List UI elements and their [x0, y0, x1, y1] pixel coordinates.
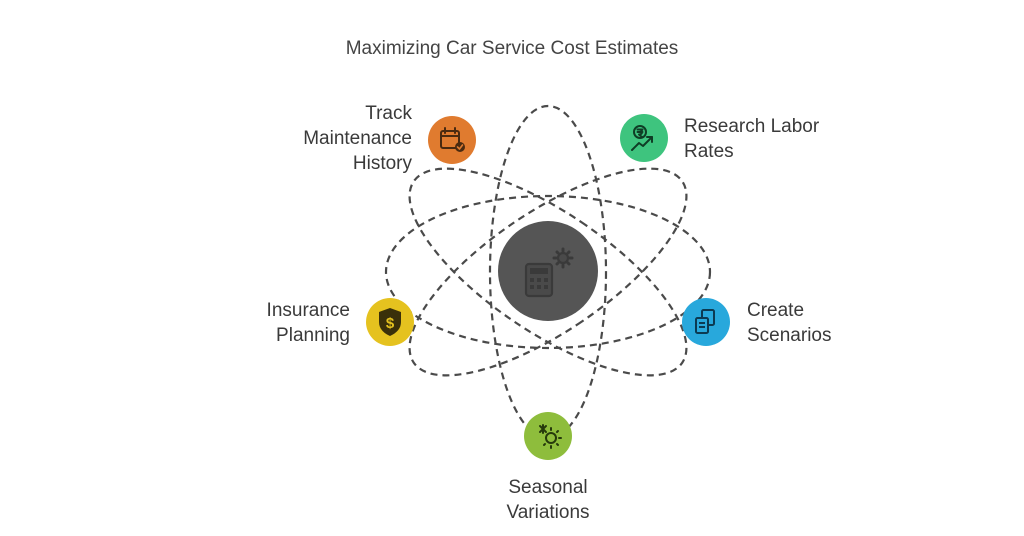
label-seasonal-variations: Seasonal Variations: [448, 475, 648, 525]
label-insurance-planning: Insurance Planning: [267, 298, 350, 348]
label-line: Track: [365, 103, 412, 124]
sun-snow-icon: [539, 424, 562, 449]
svg-text:$: $: [386, 315, 395, 332]
node-seasonal-variations: [524, 412, 572, 460]
center-node: [498, 221, 598, 321]
label-line: History: [352, 153, 412, 174]
node-research-labor-rates: [620, 114, 668, 162]
label-line: Seasonal: [508, 477, 588, 498]
orbit-horizontal: [384, 194, 712, 350]
label-line: Variations: [506, 502, 590, 523]
label-track-maintenance-history: Track Maintenance History: [303, 101, 412, 176]
diagram-title: Maximizing Car Service Cost Estimates: [345, 38, 679, 59]
orbit-tilted-right: [408, 167, 688, 377]
orbit-tilted-left: [408, 167, 688, 377]
node-insurance-planning: $: [366, 298, 414, 346]
label-line: Planning: [276, 325, 350, 346]
label-line: Maintenance: [303, 128, 412, 149]
label-line: Create: [747, 300, 805, 321]
node-track-maintenance-history: [428, 116, 476, 164]
calculator-gear-icon: [524, 247, 574, 298]
label-create-scenarios: Create Scenarios: [747, 298, 832, 348]
label-line: Research Labor: [684, 116, 820, 137]
rupee-trend-icon: [631, 125, 653, 151]
calendar-check-icon: [440, 127, 465, 152]
label-research-labor-rates: Research Labor Rates: [684, 114, 819, 164]
dollar-shield-icon: $: [379, 308, 401, 336]
documents-icon: [695, 309, 715, 334]
label-line: Insurance: [266, 300, 350, 321]
label-line: Scenarios: [747, 325, 832, 346]
label-line: Rates: [684, 141, 734, 162]
node-create-scenarios: [682, 298, 730, 346]
